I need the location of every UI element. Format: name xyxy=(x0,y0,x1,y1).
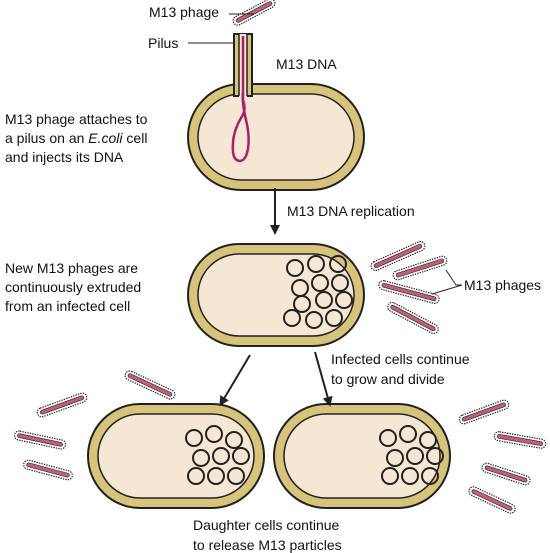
label-extrude-line2: continuously extruded xyxy=(5,279,142,295)
intracellular-phage-particle xyxy=(185,429,203,447)
m13-phage-particle xyxy=(387,301,439,335)
intracellular-phage-particle xyxy=(421,467,439,485)
label-grow-line1: Infected cells continue xyxy=(331,351,470,367)
m13-phage-particle xyxy=(458,399,510,425)
intracellular-phage-particle xyxy=(212,447,230,465)
m13-phage-particle xyxy=(378,280,440,304)
label-attach-line1: M13 phage attaches to xyxy=(5,111,148,127)
intracellular-phage-particle xyxy=(406,447,424,465)
m13-phage-particle xyxy=(13,430,67,450)
m13-phage-particle xyxy=(493,431,547,449)
label-daughter-line2: to release M13 particles xyxy=(193,537,342,553)
intracellular-phage-particle xyxy=(379,429,397,447)
m13-phage-particle xyxy=(468,486,516,514)
intracellular-phage-particle xyxy=(225,431,243,449)
cell-extruding-middle xyxy=(187,243,365,347)
m13-phage-particle xyxy=(481,462,531,486)
label-extrude-line3: from an infected cell xyxy=(5,298,131,314)
intracellular-phage-particle xyxy=(305,311,323,329)
intracellular-phage-particle xyxy=(325,309,343,327)
label-grow-line2: to grow and divide xyxy=(331,371,445,387)
label-attach-line3: and injects its DNA xyxy=(5,149,124,165)
arrow-divide-right xyxy=(314,351,333,407)
injected-dna xyxy=(231,36,250,163)
intracellular-phage-particle xyxy=(307,255,325,273)
m13-phage-particle xyxy=(23,459,73,481)
intracellular-phage-particle xyxy=(329,255,347,273)
intracellular-phage-particle xyxy=(381,467,399,485)
label-daughter-line1: Daughter cells continue xyxy=(193,517,340,533)
intracellular-phage-particle xyxy=(331,274,349,292)
intracellular-phage-particle xyxy=(335,291,353,309)
phages-leader-line-1 xyxy=(445,269,462,286)
label-m13-phages: M13 phages xyxy=(464,277,542,293)
daughter-cell-left xyxy=(87,403,265,509)
intracellular-phage-particle xyxy=(227,467,245,485)
cell-infected-top xyxy=(187,83,365,191)
m13-phage-particle xyxy=(36,392,88,418)
arrow-divide-left xyxy=(219,354,251,407)
intracellular-phage-particle xyxy=(386,449,404,467)
intracellular-phage-particle xyxy=(419,431,437,449)
intracellular-phage-particle xyxy=(192,449,210,467)
intracellular-phage-particle xyxy=(205,425,223,443)
intracellular-phage-particle xyxy=(311,274,329,292)
label-replication: M13 DNA replication xyxy=(287,203,415,219)
intracellular-phage-particle xyxy=(286,259,304,277)
label-m13-phage: M13 phage xyxy=(149,4,220,20)
label-m13-dna: M13 DNA xyxy=(276,56,337,72)
intracellular-phage-particle xyxy=(207,467,225,485)
intracellular-phage-particle xyxy=(232,447,250,465)
m13-phage-particle xyxy=(370,240,426,272)
intracellular-phage-particle xyxy=(293,295,311,313)
intracellular-phage-particle xyxy=(399,425,417,443)
label-pilus: Pilus xyxy=(148,35,179,51)
intracellular-phage-particle xyxy=(315,291,333,309)
intracellular-phage-particle xyxy=(283,309,301,327)
m13-phage-particle xyxy=(392,255,448,281)
m13-phage-particle xyxy=(124,370,176,400)
label-attach-line2: a pilus on an E.coli cell xyxy=(5,130,148,146)
intracellular-phage-particle xyxy=(426,447,444,465)
label-ecoli: E.coli xyxy=(88,130,123,146)
label-extrude-line1: New M13 phages are xyxy=(5,260,139,276)
phages-leader-line-2 xyxy=(431,284,463,295)
intracellular-phage-particle xyxy=(401,467,419,485)
m13-phage-particle xyxy=(232,0,276,26)
intracellular-phage-particle xyxy=(187,467,205,485)
